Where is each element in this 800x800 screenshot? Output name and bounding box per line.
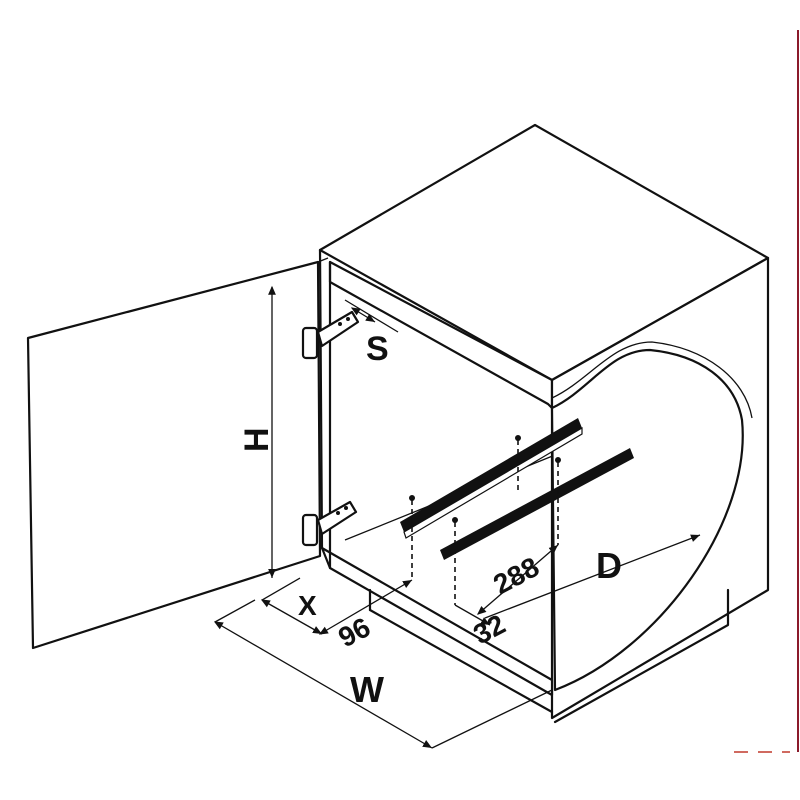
hinge-top <box>301 310 360 360</box>
label-S: S <box>366 330 389 368</box>
dim-32-line <box>454 604 491 626</box>
label-D: D <box>596 545 622 586</box>
cabinet-cutout <box>550 348 744 692</box>
label-W: W <box>350 669 384 710</box>
cabinet-door <box>26 260 322 650</box>
screw-markers <box>409 435 561 605</box>
dim-W-line <box>213 621 433 749</box>
label-96: 96 <box>333 611 375 653</box>
drawer-runner-right <box>440 448 634 560</box>
cabinet-plinth <box>553 588 730 724</box>
dim-288-line <box>477 544 559 615</box>
hinge-bottom <box>301 500 358 547</box>
label-288: 288 <box>488 551 544 600</box>
label-X: X <box>298 590 317 621</box>
label-H: H <box>238 427 276 452</box>
drawer-runner-left <box>400 418 583 539</box>
dim-D-line <box>484 534 701 619</box>
